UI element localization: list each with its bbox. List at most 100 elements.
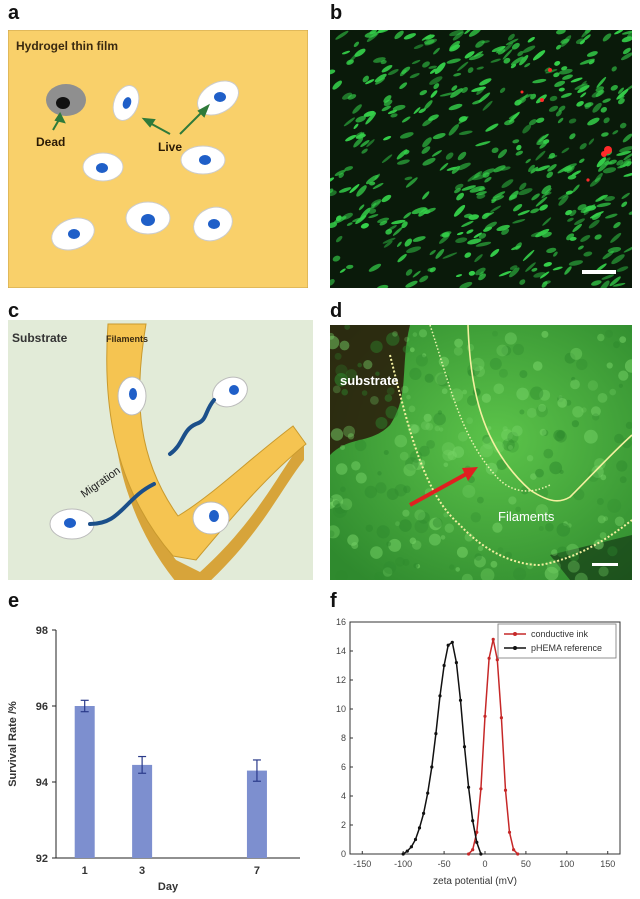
substrate-label: Substrate — [12, 331, 68, 345]
data-point — [495, 658, 499, 662]
y-tick-label: 94 — [36, 777, 49, 789]
data-point — [422, 811, 426, 815]
dead-label: Dead — [36, 135, 65, 149]
dark-corner — [550, 535, 632, 580]
y-tick-label: 16 — [336, 617, 346, 627]
series-line — [402, 641, 482, 855]
legend-box — [497, 623, 617, 659]
x-tick-label: -100 — [394, 859, 412, 869]
data-point — [507, 830, 512, 834]
scale-bar — [582, 270, 616, 274]
y-tick-label: 2 — [341, 820, 346, 830]
x-tick-label: 3 — [139, 865, 145, 877]
x-tick-label: 7 — [254, 865, 260, 877]
data-point — [475, 840, 479, 844]
y-tick-label: 6 — [341, 762, 346, 772]
y-tick-label: 10 — [336, 704, 346, 714]
panel-a-svg: Hydrogel thin film Dead Live — [8, 30, 308, 288]
panel-letter-a: a — [8, 2, 20, 24]
data-point — [430, 765, 434, 769]
red-arrow — [409, 467, 478, 507]
panel-b-fluorescence-image — [330, 30, 632, 288]
x-tick-label: 50 — [521, 859, 531, 869]
x-tick-label: 1 — [82, 865, 88, 877]
x-tick-label: 0 — [482, 859, 487, 869]
panel-d-filament-micrograph: substrate Filaments — [330, 325, 632, 580]
y-tick-label: 4 — [341, 791, 346, 801]
series-line — [468, 639, 519, 855]
panel-a-hydrogel-schematic: Hydrogel thin film Dead Live — [8, 30, 308, 288]
filaments-label: Filaments — [106, 334, 148, 344]
data-point — [442, 663, 446, 668]
data-point — [479, 787, 483, 791]
y-tick-label: 0 — [341, 849, 346, 859]
y-tick-label: 96 — [36, 701, 48, 713]
arrows — [52, 103, 210, 135]
filament-border — [429, 325, 551, 492]
panel-letter-b: b — [330, 2, 343, 24]
substrate-label-d: substrate — [340, 373, 399, 388]
cell-on-filament — [117, 376, 147, 416]
data-point — [487, 656, 491, 660]
data-point — [467, 852, 471, 856]
data-point — [491, 637, 495, 641]
data-point — [462, 745, 467, 749]
legend-label: pHEMA reference — [531, 643, 602, 653]
live-cell — [193, 206, 233, 242]
data-point — [438, 694, 442, 698]
live-label: Live — [158, 140, 182, 154]
x-tick-label: 100 — [559, 859, 574, 869]
data-point — [479, 852, 483, 856]
y-tick-label: 8 — [341, 733, 346, 743]
data-point — [483, 714, 487, 718]
bar — [246, 770, 267, 858]
live-cell — [180, 145, 226, 175]
filament-micrograph: substrate Filaments — [330, 325, 632, 580]
data-point — [475, 830, 479, 834]
hydrogel-film — [8, 30, 308, 288]
panel-letter-f: f — [330, 590, 337, 612]
live-cell — [51, 217, 95, 251]
data-point — [471, 848, 475, 852]
cell-on-filament — [192, 501, 230, 535]
data-point — [512, 848, 516, 852]
scale-bar — [592, 563, 618, 566]
hydrogel-title: Hydrogel thin film — [16, 39, 118, 53]
cell-migrating — [49, 508, 95, 540]
data-point — [450, 640, 454, 644]
live-cell — [125, 201, 171, 235]
x-axis-label: Day — [158, 881, 179, 893]
dark-substrate-region — [330, 325, 410, 455]
live-cells-green — [330, 30, 632, 288]
data-point — [458, 698, 463, 702]
x-tick-label: -150 — [353, 859, 371, 869]
data-point — [499, 716, 503, 720]
bar — [74, 706, 95, 858]
y-tick-label: 92 — [36, 853, 48, 865]
panel-letter-e: e — [8, 590, 20, 612]
panel-c-svg: Substrate Filaments Migration — [8, 320, 313, 580]
legend-label: conductive ink — [531, 629, 589, 639]
data-point — [471, 819, 475, 823]
y-tick-label: 14 — [336, 646, 346, 656]
dead-cell — [46, 84, 86, 116]
filament — [106, 323, 307, 580]
dead-cells-red — [520, 68, 612, 182]
data-point — [446, 643, 450, 647]
live-cell — [112, 85, 140, 121]
data-point — [503, 788, 508, 792]
data-point — [409, 845, 413, 849]
panel-c-migration-schematic: Substrate Filaments Migration — [8, 320, 313, 580]
data-point — [401, 852, 405, 856]
panel-letter-d: d — [330, 300, 343, 322]
data-point — [434, 732, 438, 736]
data-point — [426, 791, 430, 795]
fluorescence-micrograph — [330, 30, 632, 288]
data-point — [516, 852, 520, 856]
filaments-label-d: Filaments — [498, 509, 555, 524]
live-cell — [82, 152, 124, 182]
